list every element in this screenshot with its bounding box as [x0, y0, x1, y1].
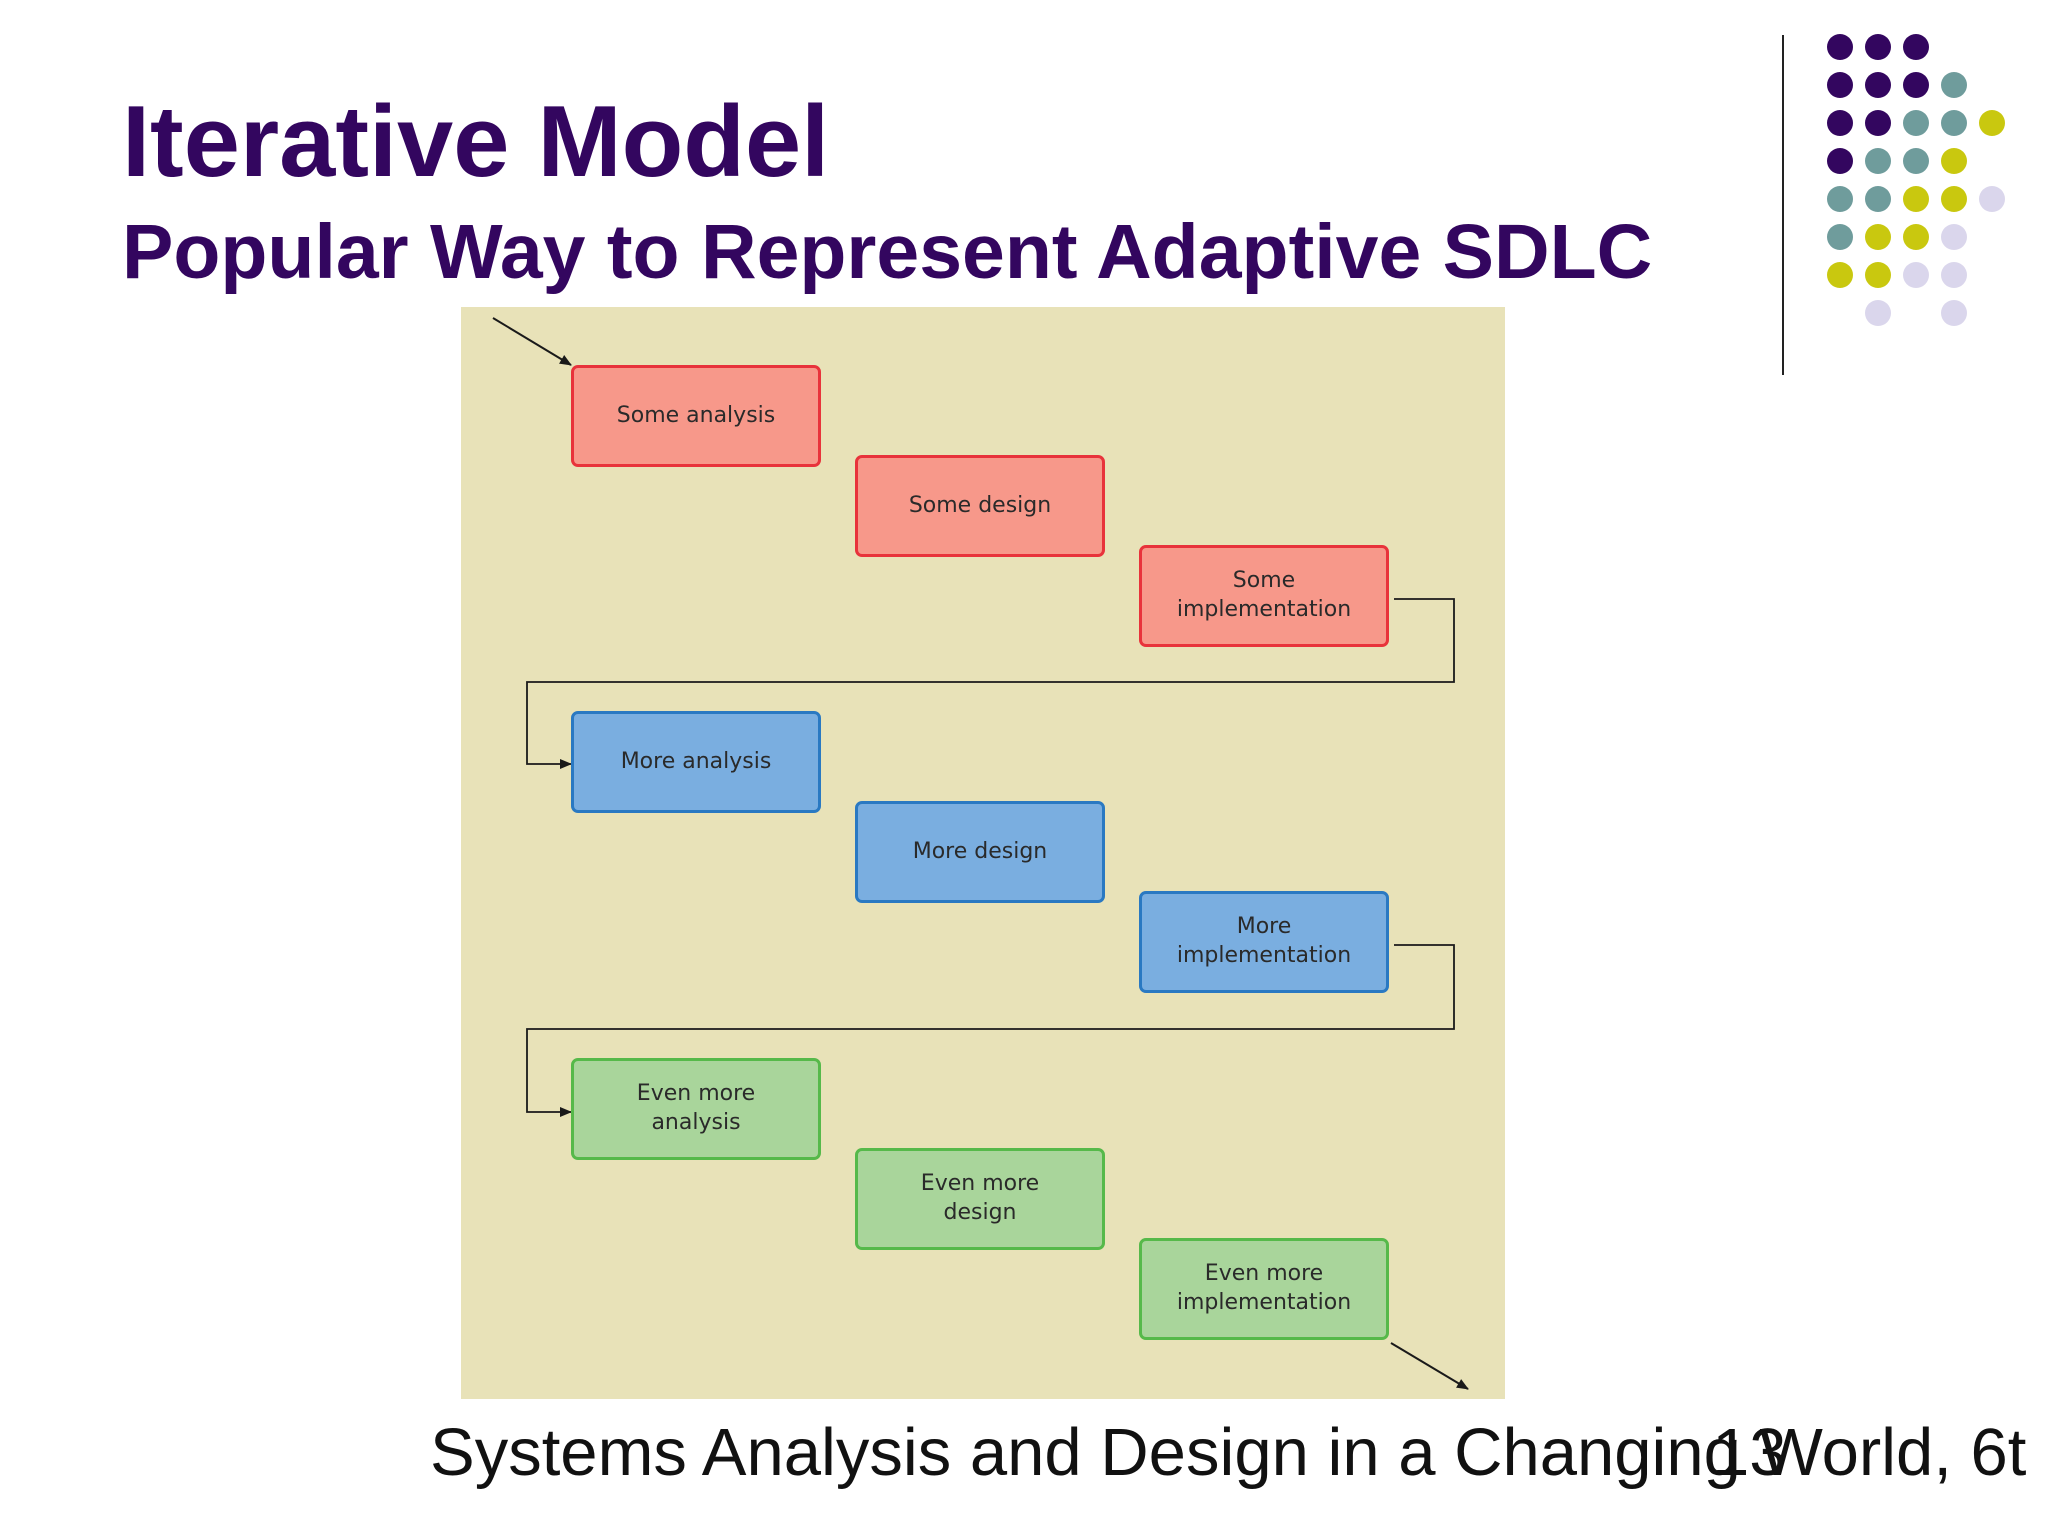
step-even-more-analysis: Even more analysis — [571, 1058, 821, 1160]
decorative-dot — [1865, 186, 1891, 212]
decorative-dot — [1941, 262, 1967, 288]
step-some-design: Some design — [855, 455, 1105, 557]
decorative-dot — [1865, 72, 1891, 98]
decorative-dot — [1941, 186, 1967, 212]
loop-connector-1 — [526, 598, 1455, 769]
diagram-connectors — [492, 317, 1469, 1390]
decorative-dot — [1827, 186, 1853, 212]
iterative-model-diagram: Some analysis Some design Some implement… — [461, 307, 1505, 1399]
decorative-dot — [1865, 300, 1891, 326]
decorative-dot — [1941, 300, 1967, 326]
decorative-dot — [1903, 224, 1929, 250]
decorative-dot — [1827, 72, 1853, 98]
decorative-dot — [1865, 148, 1891, 174]
slide-subtitle: Popular Way to Represent Adaptive SDLC — [122, 209, 1653, 295]
step-even-more-design: Even more design — [855, 1148, 1105, 1250]
slide-number: 13 — [1712, 1415, 1787, 1490]
decorative-dot — [1827, 110, 1853, 136]
decorative-dot — [1903, 110, 1929, 136]
decorative-dot — [1903, 72, 1929, 98]
slide-title: Iterative Model — [122, 86, 830, 198]
decorative-dot — [1979, 186, 2005, 212]
decorative-dot — [1865, 34, 1891, 60]
decorative-dot — [1865, 224, 1891, 250]
step-some-analysis: Some analysis — [571, 365, 821, 467]
decorative-dot-grid — [1827, 34, 2005, 326]
decorative-dot — [1827, 34, 1853, 60]
decorative-dot — [1903, 148, 1929, 174]
step-more-implementation: More implementation — [1139, 891, 1389, 993]
step-more-design: More design — [855, 801, 1105, 903]
exit-arrow — [1390, 1342, 1469, 1390]
decorative-dot — [1827, 148, 1853, 174]
decorative-dot — [1941, 72, 1967, 98]
decorative-dot — [1865, 262, 1891, 288]
decorative-dot — [1827, 224, 1853, 250]
decorative-dot — [1827, 262, 1853, 288]
step-some-implementation: Some implementation — [1139, 545, 1389, 647]
decorative-dot — [1979, 110, 2005, 136]
decorative-dot — [1903, 262, 1929, 288]
decorative-dot — [1903, 34, 1929, 60]
slide-footer: Systems Analysis and Design in a Changin… — [430, 1415, 2027, 1490]
decorative-dot — [1941, 224, 1967, 250]
step-more-analysis: More analysis — [571, 711, 821, 813]
decorative-dot — [1903, 186, 1929, 212]
decorative-dot — [1941, 148, 1967, 174]
decorative-dot — [1941, 110, 1967, 136]
decorative-dot — [1865, 110, 1891, 136]
entry-arrow — [492, 317, 572, 366]
step-even-more-implementation: Even more implementation — [1139, 1238, 1389, 1340]
loop-connector-2 — [526, 944, 1455, 1117]
header-divider — [1782, 35, 1784, 375]
